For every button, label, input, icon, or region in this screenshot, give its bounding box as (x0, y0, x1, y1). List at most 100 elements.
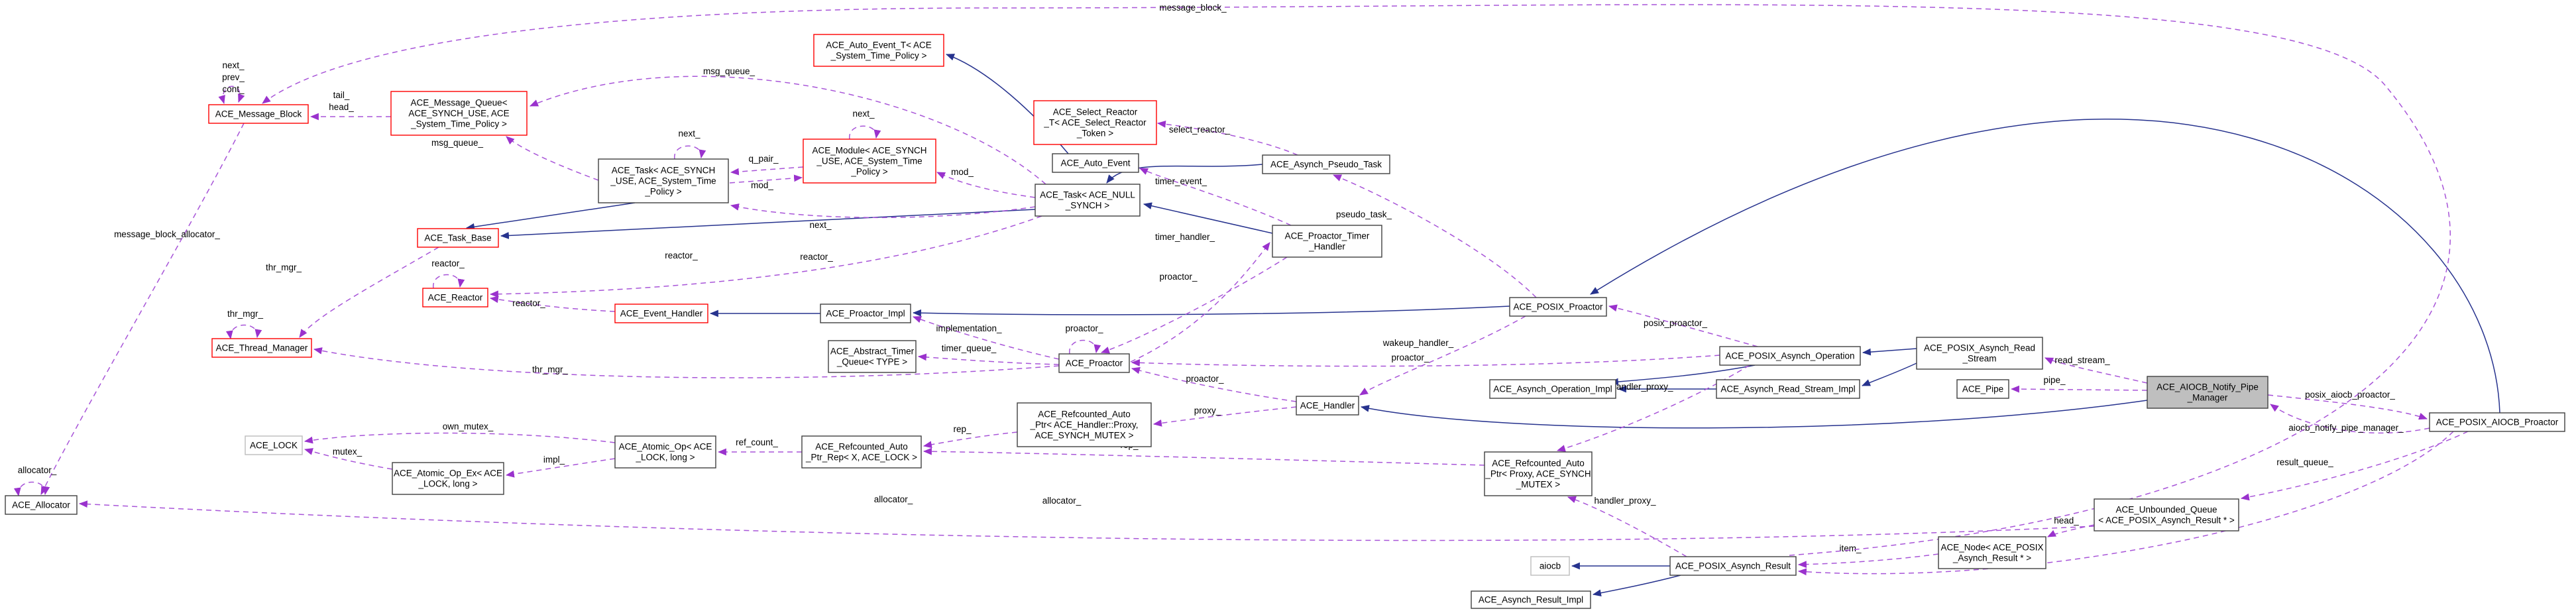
node-ace-lock[interactable]: ACE_LOCK (245, 435, 303, 455)
edge-usage-ace-proactor-to-ace-abstract-timer-queue (917, 353, 1060, 365)
node-label-ace-task-synch: ACE_Task< ACE_SYNCH_USE, ACE_System_Time… (610, 166, 716, 197)
node-ace-posix-aiocb-proactor[interactable]: ACE_POSIX_AIOCB_Proactor (2429, 412, 2565, 432)
node-ace-refcounted-auto-ptr-rep[interactable]: ACE_Refcounted_Auto_Ptr_Rep< X, ACE_LOCK… (801, 435, 922, 469)
node-box-ace-posix-asynch-result[interactable] (1669, 556, 1797, 576)
node-label-ace-aiocb-notify-pipe-manager: ACE_AIOCB_Notify_Pipe_Manager (2156, 382, 2259, 403)
node-ace-aiocb-notify-pipe-manager[interactable]: ACE_AIOCB_Notify_Pipe_Manager (2147, 376, 2268, 409)
node-ace-proactor-impl[interactable]: ACE_Proactor_Impl (820, 304, 911, 323)
node-ace-task-null-synch[interactable]: ACE_Task< ACE_NULL_SYNCH > (1035, 184, 1141, 217)
node-box-ace-posix-proactor[interactable] (1509, 297, 1607, 317)
node-box-ace-asynch-operation-impl[interactable] (1489, 379, 1616, 399)
node-ace-select-reactor-t[interactable]: ACE_Select_Reactor_T< ACE_Select_Reactor… (1033, 100, 1157, 145)
node-ace-module[interactable]: ACE_Module< ACE_SYNCH_USE, ACE_System_Ti… (803, 139, 936, 184)
node-aiocb[interactable]: aiocb (1530, 556, 1570, 576)
node-box-ace-posix-asynch-operation[interactable] (1719, 346, 1861, 366)
edge-label: timer_handler_ (1155, 232, 1215, 242)
edge-usage-ace-unbounded-queue-to-ace-node (2047, 524, 2095, 537)
node-box-ace-task-base[interactable] (417, 228, 499, 248)
node-ace-posix-asynch-read-stream[interactable]: ACE_POSIX_Asynch_Read_Stream (1916, 337, 2043, 370)
node-ace-auto-event[interactable]: ACE_Auto_Event (1052, 153, 1139, 173)
node-ace-posix-asynch-operation[interactable]: ACE_POSIX_Asynch_Operation (1719, 346, 1861, 366)
node-ace-event-handler[interactable]: ACE_Event_Handler (614, 304, 708, 323)
node-ace-posix-proactor[interactable]: ACE_POSIX_Proactor (1509, 297, 1607, 317)
node-label-ace-task-null-synch: ACE_Task< ACE_NULL_SYNCH > (1040, 190, 1135, 211)
node-ace-asynch-read-stream-impl[interactable]: ACE_Asynch_Read_Stream_Impl (1716, 379, 1860, 399)
edge-usage-ace-module-to-ace-task-synch (730, 166, 804, 176)
node-ace-message-queue[interactable]: ACE_Message_Queue<ACE_SYNCH_USE, ACE_Sys… (390, 91, 528, 136)
node-box-ace-select-reactor-t[interactable] (1033, 100, 1157, 145)
node-ace-asynch-operation-impl[interactable]: ACE_Asynch_Operation_Impl (1489, 379, 1616, 399)
node-ace-asynch-result-impl[interactable]: ACE_Asynch_Result_Impl (1471, 590, 1591, 609)
edge-label: pipe_ (2043, 375, 2066, 385)
node-box-ace-task-null-synch[interactable] (1035, 184, 1141, 217)
node-box-ace-posix-asynch-read-stream[interactable] (1916, 337, 2043, 370)
node-box-aiocb[interactable] (1530, 556, 1570, 576)
node-box-ace-aiocb-notify-pipe-manager[interactable] (2147, 376, 2268, 409)
node-box-ace-atomic-op[interactable] (614, 435, 716, 469)
node-label-ace-handler: ACE_Handler (1300, 401, 1355, 411)
node-box-ace-task-synch[interactable] (598, 158, 729, 203)
edge-usage-ace-atomic-op-to-ace-lock (304, 432, 616, 444)
node-label-ace-lock: ACE_LOCK (250, 441, 298, 451)
node-box-ace-reactor[interactable] (422, 288, 488, 307)
node-ace-asynch-pseudo-task[interactable]: ACE_Asynch_Pseudo_Task (1262, 154, 1390, 174)
node-box-ace-abstract-timer-queue[interactable] (828, 340, 917, 373)
node-box-ace-auto-event-t[interactable] (813, 34, 944, 67)
node-box-ace-proactor[interactable] (1058, 353, 1130, 373)
node-ace-task-base[interactable]: ACE_Task_Base (417, 228, 499, 248)
node-ace-message-block[interactable]: ACE_Message_Block (208, 104, 309, 124)
node-box-ace-handler[interactable] (1296, 396, 1359, 416)
edge-inheritance-ace-task-synch-to-ace-task-base (465, 202, 636, 231)
edge-usage-ace-node-to-ace-posix-asynch-result (1797, 553, 1939, 569)
edge-usage-ace-task-synch-to-ace-task-synch (674, 145, 706, 160)
edge-label: rep_ (953, 424, 972, 434)
node-ace-proactor[interactable]: ACE_Proactor (1058, 353, 1130, 373)
edge-usage-ace-task-null-synch-to-ace-task-synch (730, 203, 1036, 219)
node-box-ace-auto-event[interactable] (1052, 153, 1139, 173)
node-box-ace-atomic-op-ex[interactable] (392, 462, 504, 495)
node-ace-node[interactable]: ACE_Node< ACE_POSIX_Asynch_Result * > (1938, 536, 2046, 569)
node-ace-reactor[interactable]: ACE_Reactor (422, 288, 488, 307)
node-box-ace-lock[interactable] (245, 435, 303, 455)
edge-label: posix_aiocb_proactor_ (2305, 390, 2395, 400)
node-ace-atomic-op[interactable]: ACE_Atomic_Op< ACE_LOCK, long > (614, 435, 716, 469)
edge-label: timer_queue_ (942, 343, 997, 353)
node-ace-abstract-timer-queue[interactable]: ACE_Abstract_Timer_Queue< TYPE > (828, 340, 917, 373)
node-box-ace-proactor-timer-handler[interactable] (1272, 225, 1382, 258)
node-ace-refcounted-auto-ptr-proxy[interactable]: ACE_Refcounted_Auto_Ptr< Proxy, ACE_SYNC… (1484, 451, 1593, 496)
edge-label: next_ (809, 220, 832, 230)
edge-label: message_block_allocator_ (114, 229, 220, 239)
node-box-ace-asynch-pseudo-task[interactable] (1262, 154, 1390, 174)
edge-label: prev_ (222, 72, 245, 82)
node-ace-handler[interactable]: ACE_Handler (1296, 396, 1359, 416)
node-ace-refcounted-auto-ptr-handler-proxy[interactable]: ACE_Refcounted_Auto_Ptr< ACE_Handler::Pr… (1017, 402, 1152, 447)
node-ace-thread-manager[interactable]: ACE_Thread_Manager (211, 338, 312, 358)
node-ace-auto-event-t[interactable]: ACE_Auto_Event_T< ACE_System_Time_Policy… (813, 34, 944, 67)
node-box-ace-proactor-impl[interactable] (820, 304, 911, 323)
node-box-ace-thread-manager[interactable] (211, 338, 312, 358)
node-ace-unbounded-queue[interactable]: ACE_Unbounded_Queue< ACE_POSIX_Asynch_Re… (2094, 498, 2239, 531)
node-box-ace-module[interactable] (803, 139, 936, 184)
node-label-ace-thread-manager: ACE_Thread_Manager (216, 343, 308, 353)
node-box-ace-pipe[interactable] (1956, 379, 2009, 399)
node-ace-allocator[interactable]: ACE_Allocator (5, 495, 78, 515)
node-box-ace-refcounted-auto-ptr-handler-proxy[interactable] (1017, 402, 1152, 447)
node-box-ace-allocator[interactable] (5, 495, 78, 515)
edge-label: result_queue_ (2276, 457, 2333, 467)
node-box-ace-refcounted-auto-ptr-proxy[interactable] (1484, 451, 1593, 496)
node-box-ace-asynch-read-stream-impl[interactable] (1716, 379, 1860, 399)
node-box-ace-asynch-result-impl[interactable] (1471, 590, 1591, 609)
node-ace-task-synch[interactable]: ACE_Task< ACE_SYNCH_USE, ACE_System_Time… (598, 158, 729, 203)
node-box-ace-event-handler[interactable] (614, 304, 708, 323)
node-box-ace-message-block[interactable] (208, 104, 309, 124)
node-box-ace-refcounted-auto-ptr-rep[interactable] (801, 435, 922, 469)
node-box-ace-posix-aiocb-proactor[interactable] (2429, 412, 2565, 432)
node-ace-atomic-op-ex[interactable]: ACE_Atomic_Op_Ex< ACE_LOCK, long > (392, 462, 504, 495)
node-box-ace-node[interactable] (1938, 536, 2046, 569)
node-ace-pipe[interactable]: ACE_Pipe (1956, 379, 2009, 399)
node-ace-proactor-timer-handler[interactable]: ACE_Proactor_Timer_Handler (1272, 225, 1382, 258)
edge-label: mod_ (751, 180, 773, 190)
node-box-ace-message-queue[interactable] (390, 91, 528, 136)
node-box-ace-unbounded-queue[interactable] (2094, 498, 2239, 531)
node-ace-posix-asynch-result[interactable]: ACE_POSIX_Asynch_Result (1669, 556, 1797, 576)
